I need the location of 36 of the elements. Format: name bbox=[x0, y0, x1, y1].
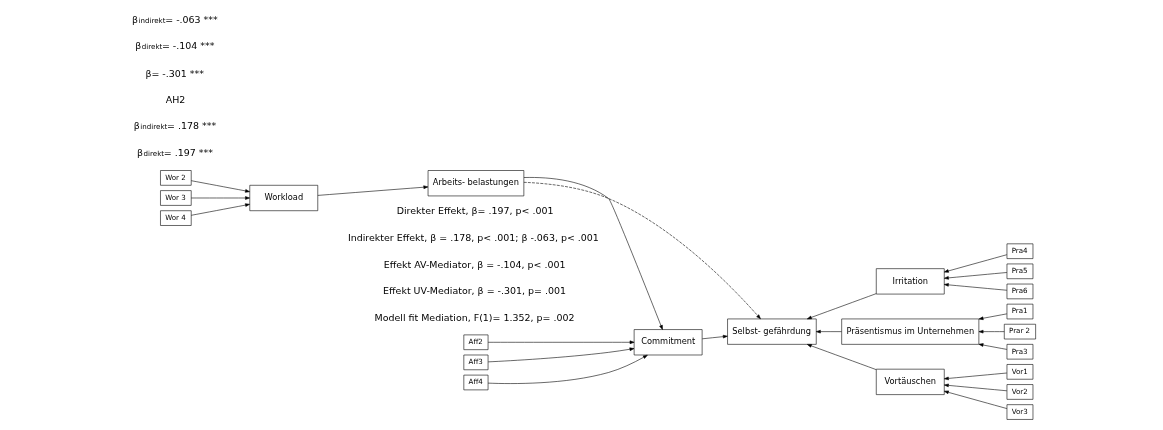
node-box: Commitment bbox=[633, 329, 703, 356]
arrow bbox=[978, 313, 1008, 320]
arrow bbox=[978, 343, 1008, 350]
label: Effekt UV-Mediator, β = -.301, p= .001 bbox=[383, 285, 567, 297]
arrow bbox=[944, 254, 1008, 273]
label: β= -.301 *** bbox=[145, 67, 205, 79]
arrow bbox=[702, 334, 728, 340]
arrow bbox=[191, 203, 250, 216]
arrow bbox=[944, 383, 1008, 392]
arrow bbox=[944, 272, 1008, 280]
label: Effekt AV-Mediator, β = -.104, p< .001 bbox=[383, 258, 566, 270]
arrow bbox=[807, 293, 877, 320]
arrow bbox=[978, 329, 1005, 334]
node-box: Arbeits- belastungen bbox=[427, 170, 525, 197]
arrow bbox=[191, 196, 250, 200]
node-box: Präsentismus im Unternehmen bbox=[841, 318, 980, 345]
arrow bbox=[807, 344, 877, 370]
arrow bbox=[317, 185, 429, 196]
arrow bbox=[487, 340, 635, 345]
arrow bbox=[816, 329, 842, 334]
node-box: Irritation bbox=[875, 268, 945, 295]
arrow bbox=[944, 372, 1008, 381]
node-box: Selbst- gefährdung bbox=[727, 318, 817, 345]
node-box: Workload bbox=[249, 185, 319, 211]
label: Modell fit Mediation, F(1)= 1.352, p= .002 bbox=[374, 311, 575, 323]
arrow bbox=[191, 180, 250, 193]
node-box: Vortäuschen bbox=[875, 368, 945, 395]
arrow bbox=[487, 354, 648, 384]
arrow bbox=[944, 390, 1008, 409]
arrow bbox=[523, 182, 761, 320]
label: Indirekter Effekt, β = .178, p< .001; β -.063, p< .001 bbox=[347, 232, 599, 244]
label: AH2 bbox=[165, 94, 186, 106]
arrow bbox=[523, 177, 663, 330]
arrow bbox=[487, 347, 635, 363]
label: Direkter Effekt, β= .197, p< .001 bbox=[396, 205, 554, 217]
arrow bbox=[944, 283, 1008, 291]
